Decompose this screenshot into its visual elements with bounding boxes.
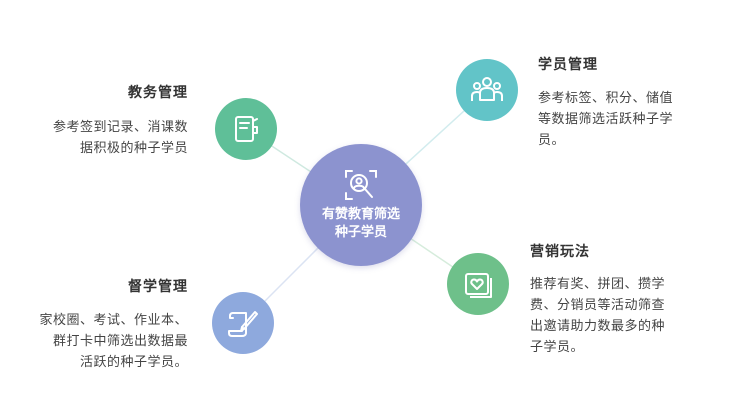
desc-jiaowu-line-2: 据积极的种子学员 (79, 141, 188, 156)
hub-label-line-1: 有赞教育筛选 (321, 207, 400, 222)
user-group-icon (471, 77, 503, 101)
hub-label-line-2: 种子学员 (334, 225, 387, 240)
search-user-icon (345, 170, 377, 200)
desc-yingxiao-line-3: 出邀请助力数最多的种 (530, 319, 666, 334)
hub-label: 有赞教育筛选 种子学员 (322, 206, 400, 242)
title-yingxiao: 营销玩法 (530, 244, 590, 260)
node-yingxiao (447, 253, 509, 315)
node-duxue (212, 292, 274, 354)
desc-xueyuan: 参考标签、积分、储值 等数据筛选活跃种子学 员。 (538, 88, 718, 151)
record-book-icon (235, 116, 258, 142)
desc-xueyuan-line-3: 员。 (538, 133, 566, 148)
desc-yingxiao-line-4: 子学员。 (530, 340, 585, 355)
desc-yingxiao-line-2: 费、分销员等活动筛查 (530, 298, 666, 313)
title-duxue: 督学管理 (128, 279, 188, 295)
desc-duxue: 家校圈、考试、作业本、 群打卡中筛选出数据最 活跃的种子学员。 (0, 310, 188, 373)
desc-xueyuan-line-1: 参考标签、积分、储值 (538, 91, 674, 106)
hub-circle: 有赞教育筛选 种子学员 (300, 144, 422, 266)
title-xueyuan: 学员管理 (538, 57, 598, 73)
desc-xueyuan-line-2: 等数据筛选活跃种子学 (538, 112, 674, 127)
node-jiaowu (215, 98, 277, 160)
title-jiaowu: 教务管理 (128, 85, 188, 101)
desc-duxue-line-1: 家校圈、考试、作业本、 (39, 313, 188, 328)
desc-duxue-line-2: 群打卡中筛选出数据最 (52, 334, 188, 349)
desc-jiaowu: 参考签到记录、消课数 据积极的种子学员 (0, 117, 188, 159)
desc-duxue-line-3: 活跃的种子学员。 (79, 355, 188, 370)
node-xueyuan (456, 59, 518, 121)
desc-jiaowu-line-1: 参考签到记录、消课数 (52, 120, 188, 135)
desc-yingxiao-line-1: 推荐有奖、拼团、攒学 (530, 277, 666, 292)
desc-yingxiao: 推荐有奖、拼团、攒学 费、分销员等活动筛查 出邀请助力数最多的种 子学员。 (530, 274, 722, 358)
scroll-pen-icon (228, 311, 258, 337)
heart-card-icon (465, 273, 492, 298)
